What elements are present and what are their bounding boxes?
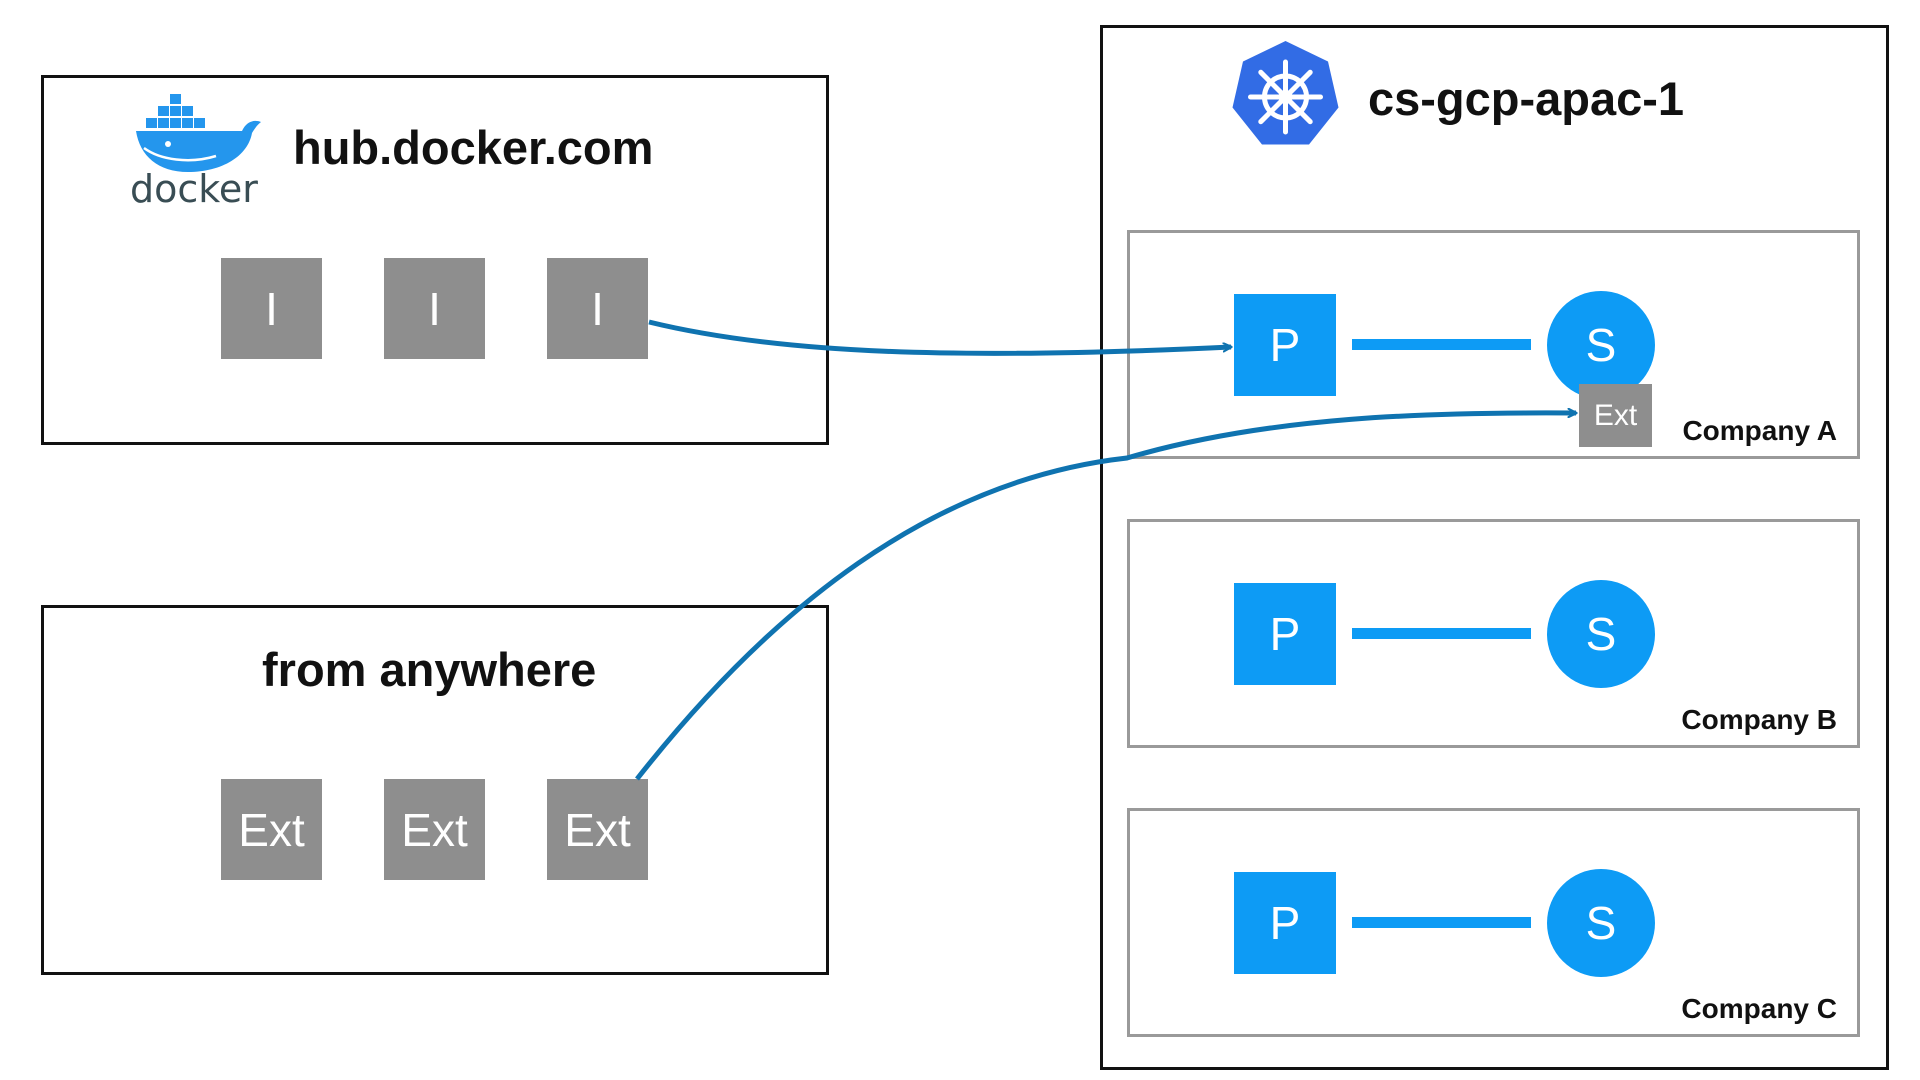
company-c-s-node: S — [1547, 869, 1655, 977]
image-tile-1: I — [221, 258, 322, 359]
company-a-p-node: P — [1234, 294, 1336, 396]
ext-tile-1: Ext — [221, 779, 322, 880]
company-c-p-node: P — [1234, 872, 1336, 974]
company-a-label: Company A — [1682, 415, 1837, 446]
company-a-link — [1352, 339, 1531, 350]
company-c-link — [1352, 917, 1531, 928]
company-b-link — [1352, 628, 1531, 639]
docker-wordmark: docker — [130, 167, 258, 206]
company-a-ext-tile: Ext — [1579, 384, 1652, 447]
ext-tile-3: Ext — [547, 779, 648, 880]
kubernetes-helm-icon — [1232, 41, 1339, 145]
company-a-s-node: S — [1547, 291, 1655, 399]
docker-logo-icon: docker — [130, 94, 261, 206]
company-c-box — [1127, 808, 1860, 1037]
company-b-label: Company B — [1681, 704, 1837, 735]
image-tile-2: I — [384, 258, 485, 359]
company-b-s-node: S — [1547, 580, 1655, 688]
from-anywhere-box — [41, 605, 829, 975]
docker-hub-box — [41, 75, 829, 445]
image-tile-3: I — [547, 258, 648, 359]
company-c-label: Company C — [1681, 993, 1837, 1024]
docker-hub-title: hub.docker.com — [293, 121, 654, 174]
company-b-p-node: P — [1234, 583, 1336, 685]
from-anywhere-title: from anywhere — [262, 643, 597, 696]
ext-tile-2: Ext — [384, 779, 485, 880]
cluster-title: cs-gcp-apac-1 — [1368, 72, 1685, 125]
